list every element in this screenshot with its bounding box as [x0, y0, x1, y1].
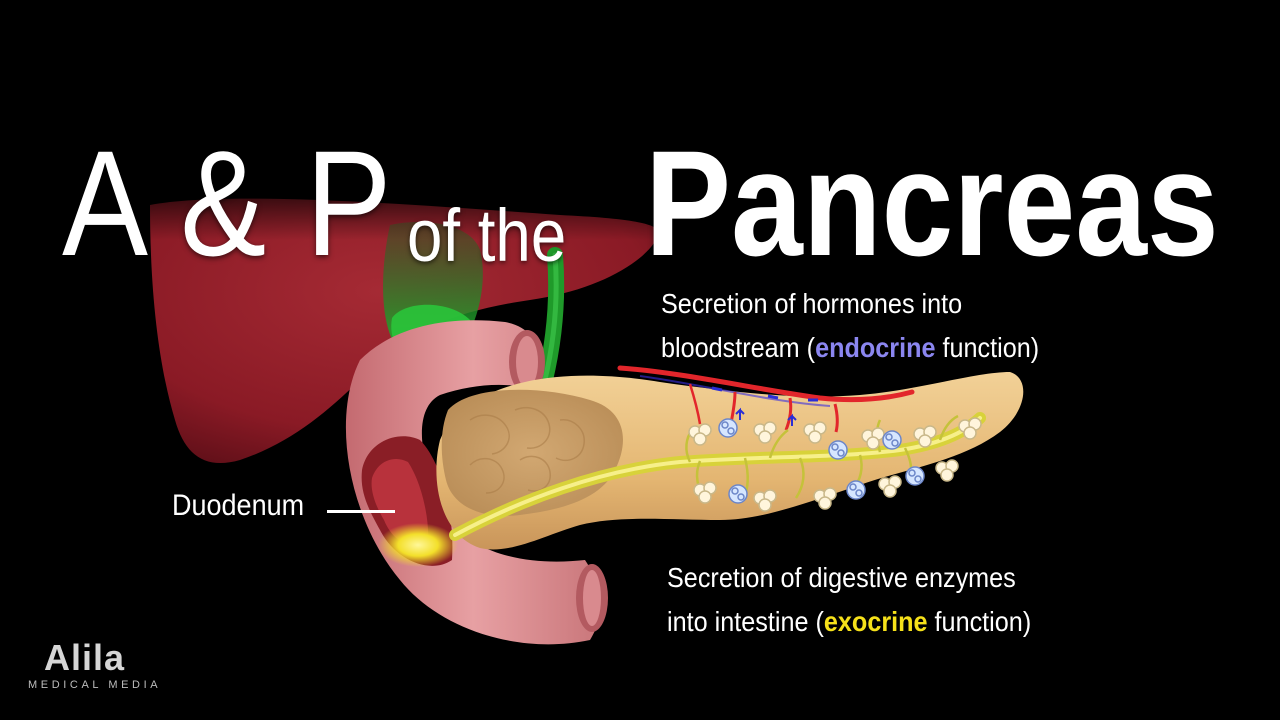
endocrine-label-line1: Secretion of hormones into: [661, 282, 1039, 326]
title-of-the: of the: [407, 196, 566, 276]
logo-name: Alila: [44, 638, 161, 678]
title-a-and-p: A & P: [62, 128, 393, 278]
endocrine-label-post: function): [936, 332, 1040, 363]
endocrine-keyword: endocrine: [815, 332, 935, 363]
exocrine-label-pre: into intestine (: [667, 606, 824, 637]
endocrine-label-line2: bloodstream (endocrine function): [661, 326, 1039, 370]
exocrine-label: Secretion of digestive enzymes into inte…: [667, 556, 1031, 644]
duodenum-leader-line: [327, 510, 395, 513]
logo-subtitle: MEDICAL MEDIA: [28, 678, 161, 692]
exocrine-keyword: exocrine: [824, 606, 928, 637]
alila-logo: Alila MEDICAL MEDIA: [44, 638, 161, 692]
endocrine-label: Secretion of hormones into bloodstream (…: [661, 282, 1039, 370]
endocrine-label-pre: bloodstream (: [661, 332, 815, 363]
exocrine-label-line2: into intestine (exocrine function): [667, 600, 1031, 644]
duodenum-label: Duodenum: [172, 486, 304, 526]
exocrine-label-post: function): [928, 606, 1032, 637]
exocrine-label-line1: Secretion of digestive enzymes: [667, 556, 1031, 600]
title-pancreas: Pancreas: [645, 128, 1219, 278]
